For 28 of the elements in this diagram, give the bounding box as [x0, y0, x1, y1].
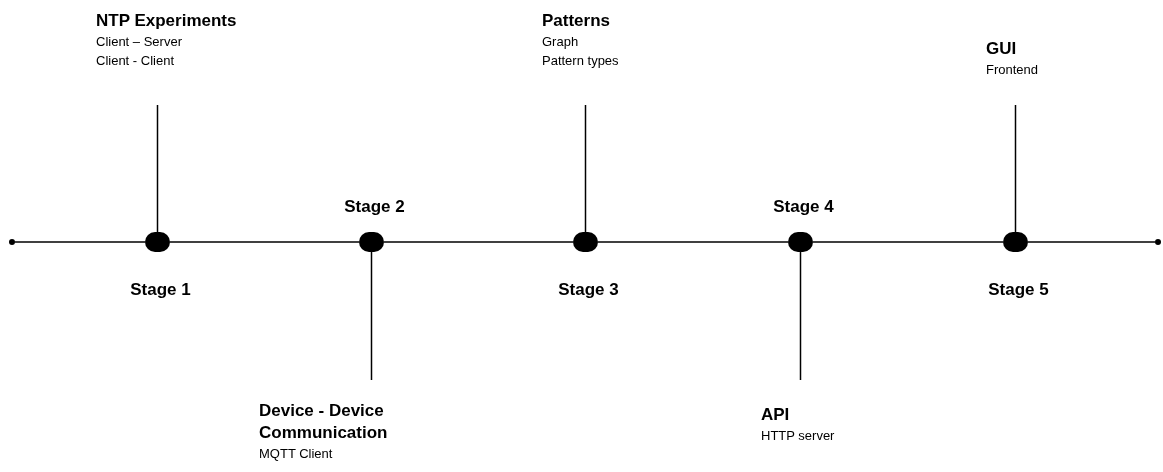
timeline-line [812, 241, 1004, 243]
leader-line [799, 251, 802, 381]
milestone-detail: Client – Server [96, 33, 182, 51]
milestone-detail: HTTP server [761, 427, 835, 445]
leader-line [584, 104, 587, 233]
milestone-heading: Patterns [542, 10, 611, 32]
milestone-heading: GUI [986, 38, 1017, 60]
timeline-line [383, 241, 574, 243]
leader-line [370, 251, 373, 381]
leader-line [1014, 104, 1017, 233]
timeline-line [597, 241, 789, 243]
stage-label: Stage 4 [773, 196, 834, 218]
milestone-heading: API [761, 404, 790, 426]
milestone-detail: Graph [542, 33, 579, 51]
leader-line [156, 104, 159, 233]
milestone-heading: NTP Experiments [96, 10, 237, 32]
milestone-detail: Pattern types [542, 52, 619, 70]
milestone-detail: Frontend [986, 61, 1039, 79]
milestone-detail: Client - Client [96, 52, 175, 70]
timeline-line [169, 241, 360, 243]
stage-label: Stage 3 [558, 279, 619, 301]
stage-label: Stage 2 [344, 196, 405, 218]
stage-label: Stage 5 [988, 279, 1049, 301]
timeline-line [14, 241, 146, 243]
stage-label: Stage 1 [130, 279, 191, 301]
timeline-line [1027, 241, 1156, 243]
milestone-heading: Device - Device Communication [259, 400, 389, 444]
milestone-detail: MQTT Client [259, 445, 333, 463]
